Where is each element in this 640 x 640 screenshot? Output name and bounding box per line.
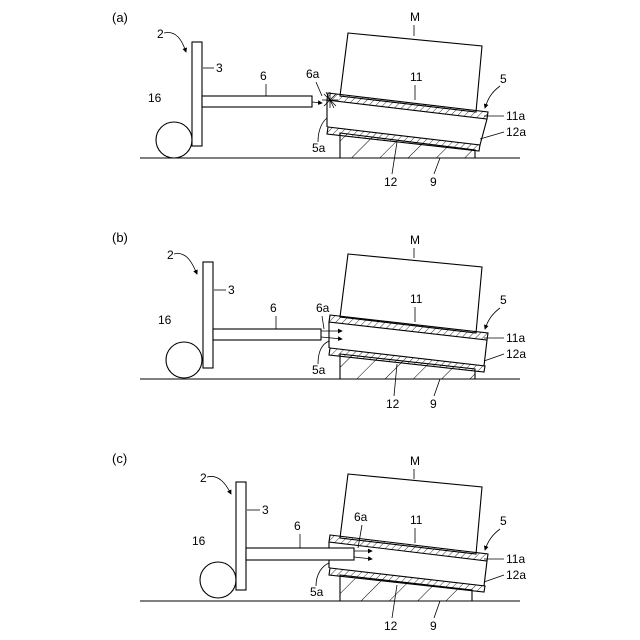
label-lower-surface: 12a — [506, 347, 526, 361]
label-cart: 2 — [157, 27, 164, 41]
label-object: M — [410, 10, 420, 24]
frame-side — [480, 119, 487, 145]
panel-a: (a) M 2 3 16 6 — [112, 10, 526, 189]
label-top-surface: 11a — [506, 109, 525, 123]
label-lower-plate: 12 — [384, 619, 398, 633]
panel-b: (b) M 2 3 16 6 6a 11 5 11a 12a 5a — [112, 230, 526, 411]
label-top-plate: 11 — [410, 513, 423, 527]
label-top-plate: 11 — [410, 292, 423, 306]
label-object: M — [410, 233, 420, 247]
label-rod: 6 — [260, 69, 267, 83]
push-rod — [246, 548, 354, 560]
label-cart: 2 — [167, 248, 174, 262]
label-wheel: 16 — [158, 313, 172, 327]
label-top-surface: 11a — [506, 552, 525, 566]
wheel — [200, 562, 236, 598]
label-frame: 5 — [500, 72, 507, 86]
panel-label-a: (a) — [112, 10, 128, 25]
label-rod-tip: 6a — [316, 301, 330, 315]
label-rod-tip: 6a — [354, 510, 368, 524]
label-rod-tip: 6a — [306, 67, 320, 81]
label-opening: 5a — [310, 585, 324, 599]
label-opening: 5a — [312, 141, 326, 155]
wheel — [166, 342, 202, 378]
label-plate: 3 — [228, 283, 235, 297]
push-rod — [202, 96, 312, 107]
label-lower-surface: 12a — [506, 125, 526, 139]
wheel — [156, 122, 192, 158]
label-top-surface: 11a — [506, 331, 525, 345]
cart-plate — [203, 262, 213, 368]
label-wheel: 16 — [192, 534, 206, 548]
cart-plate — [192, 42, 202, 146]
label-rod: 6 — [270, 301, 277, 315]
label-base: 9 — [430, 619, 437, 633]
panel-label-c: (c) — [112, 451, 127, 466]
panel-c: (c) M 2 3 16 6 6a 11 5 11a 12a 5a — [112, 451, 526, 633]
label-frame: 5 — [500, 293, 507, 307]
label-opening: 5a — [312, 363, 326, 377]
label-frame: 5 — [500, 514, 507, 528]
label-lower-surface: 12a — [506, 568, 526, 582]
label-top-plate: 11 — [410, 70, 423, 84]
label-wheel: 16 — [148, 91, 162, 105]
label-base: 9 — [430, 397, 437, 411]
frame-side — [484, 340, 487, 366]
panel-label-b: (b) — [112, 230, 128, 245]
label-lower-plate: 12 — [384, 175, 398, 189]
label-base: 9 — [430, 175, 437, 189]
cart-plate — [236, 482, 246, 590]
label-plate: 3 — [262, 503, 269, 517]
label-plate: 3 — [216, 61, 223, 75]
push-rod — [213, 329, 321, 340]
label-object: M — [410, 454, 420, 468]
label-rod: 6 — [294, 519, 301, 533]
label-lower-plate: 12 — [386, 397, 400, 411]
label-cart: 2 — [200, 471, 207, 485]
